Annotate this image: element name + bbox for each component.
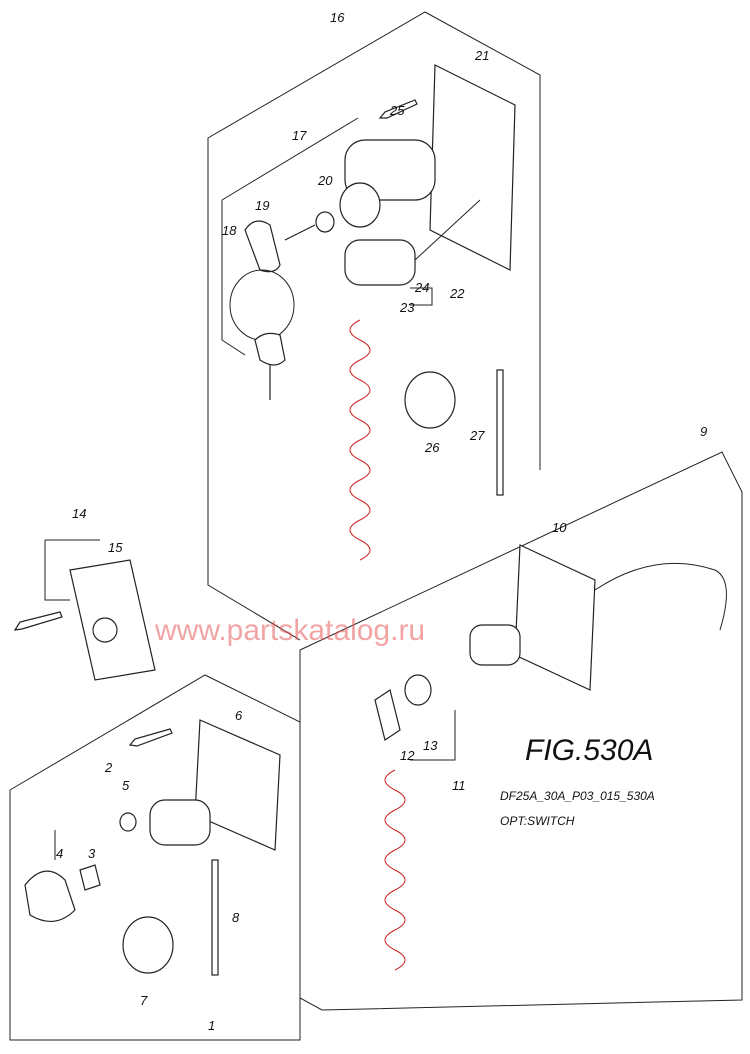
part-label-9: 9 [700,424,707,439]
stop-switch-24 [344,239,416,286]
part-label-8: 8 [232,910,240,925]
part-label-24: 24 [414,280,429,295]
part-label-12: 12 [400,748,415,763]
cover-26 [404,371,456,429]
switch-body-2 [149,799,211,846]
part-label-6: 6 [235,708,243,723]
plate-6 [194,719,281,851]
plate-21 [429,64,516,271]
plunger [469,624,521,666]
figure-code: DF25A_30A_P03_015_530A [500,789,655,803]
tie-8 [211,859,219,976]
part-label-3: 3 [88,846,96,861]
lanyard-top [349,319,371,561]
tie-27 [496,369,504,496]
part-label-20: 20 [317,173,333,188]
cap-5 [119,812,137,832]
part-label-23: 23 [399,300,415,315]
part-label-16: 16 [330,10,345,25]
part-label-4: 4 [56,846,63,861]
part-label-7: 7 [140,993,148,1008]
part-label-5: 5 [122,778,130,793]
watermark: www.partskatalog.ru [154,614,425,647]
part-label-22: 22 [449,286,465,301]
part-label-2: 2 [104,760,113,775]
figure-title: FIG.530A [525,734,653,767]
ring-13 [404,674,432,706]
figure-subtitle: OPT:SWITCH [500,814,575,828]
key-19 [244,220,316,273]
part-label-15: 15 [108,540,123,555]
part-label-14: 14 [72,506,86,521]
part-label-26: 26 [424,440,440,455]
cap-20 [315,211,335,233]
part-label-19: 19 [255,198,269,213]
part-label-13: 13 [423,738,438,753]
plate-10 [514,544,596,691]
screw-6 [128,728,173,747]
key-3 [79,864,101,891]
cover-4 [24,870,76,922]
group-9-outline [299,451,743,1011]
part-label-18: 18 [222,223,237,238]
part-label-11: 11 [452,778,466,793]
key-18 [254,332,286,400]
part-label-27: 27 [469,428,485,443]
clip-12 [374,689,401,741]
part-label-21: 21 [474,48,489,63]
group-1-outline [9,674,301,1041]
group-14-outline [44,540,70,601]
cover-7 [122,916,174,974]
screw-14 [13,611,63,631]
part-label-17: 17 [292,128,307,143]
group-16-outline [207,11,541,641]
lanyard-bottom [384,769,406,971]
part-label-10: 10 [552,520,567,535]
part-label-25: 25 [389,103,405,118]
part-label-1: 1 [208,1018,215,1033]
screw-25 [378,99,418,119]
